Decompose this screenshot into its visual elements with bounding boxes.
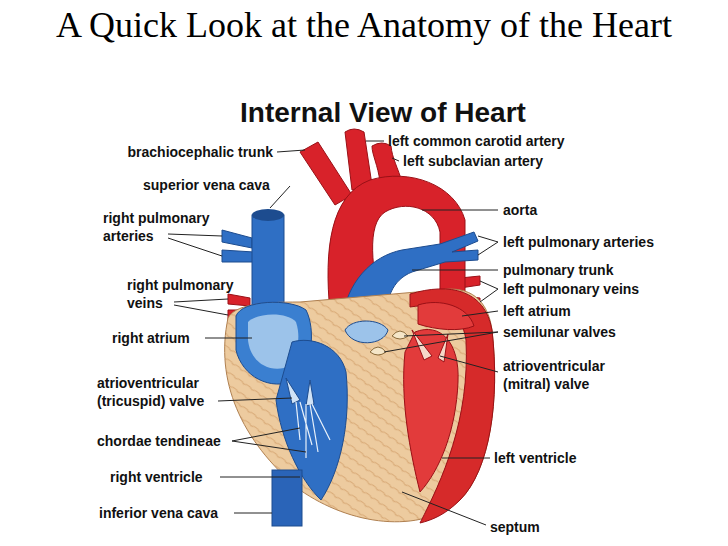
part-label: right pulmonary veins: [127, 276, 252, 312]
vena-cava-opening: [252, 209, 284, 221]
part-label: right pulmonary arteries: [103, 209, 233, 245]
part-label: superior vena cava: [143, 176, 270, 194]
part-label: pulmonary trunk: [503, 261, 613, 279]
leader-lines: [168, 141, 498, 525]
semilunar-valve: [392, 331, 408, 339]
part-label: semilunar valves: [503, 323, 616, 341]
part-label: left ventricle: [494, 449, 576, 467]
brachiocephalic-trunk: [300, 142, 352, 205]
right-pulmonary-artery: [222, 250, 254, 262]
part-label: aorta: [503, 201, 537, 219]
part-label: left common carotid artery: [388, 132, 565, 150]
inferior-vena-cava: [272, 470, 302, 526]
left-ventricle: [404, 329, 458, 492]
chordae-tendineae: [296, 402, 330, 458]
pulmonary-semilunar-valve: [345, 321, 388, 343]
diagram-heading: Internal View of Heart: [240, 97, 526, 129]
part-label: right ventricle: [110, 468, 203, 486]
part-label: septum: [490, 518, 540, 536]
left-atrium: [418, 303, 474, 330]
part-label: brachiocephalic trunk: [128, 143, 273, 161]
page-title: A Quick Look at the Anatomy of the Heart: [56, 4, 672, 46]
semilunar-valve: [370, 347, 386, 355]
part-label: left subclavian artery: [403, 152, 543, 170]
part-label: chordae tendineae: [97, 432, 221, 450]
part-label: left atrium: [503, 302, 571, 320]
part-label: left pulmonary arteries: [503, 233, 654, 251]
right-pulmonary-artery: [222, 230, 252, 248]
tricuspid-valve: [286, 378, 314, 406]
part-label: atrioventricular (mitral) valve: [503, 357, 638, 393]
right-pulmonary-vein: [228, 294, 250, 306]
part-label: right atrium: [112, 329, 190, 347]
part-label: left pulmonary veins: [503, 280, 639, 298]
part-label: atrioventricular (tricuspid) valve: [97, 374, 232, 410]
part-label: inferior vena cava: [99, 504, 218, 522]
